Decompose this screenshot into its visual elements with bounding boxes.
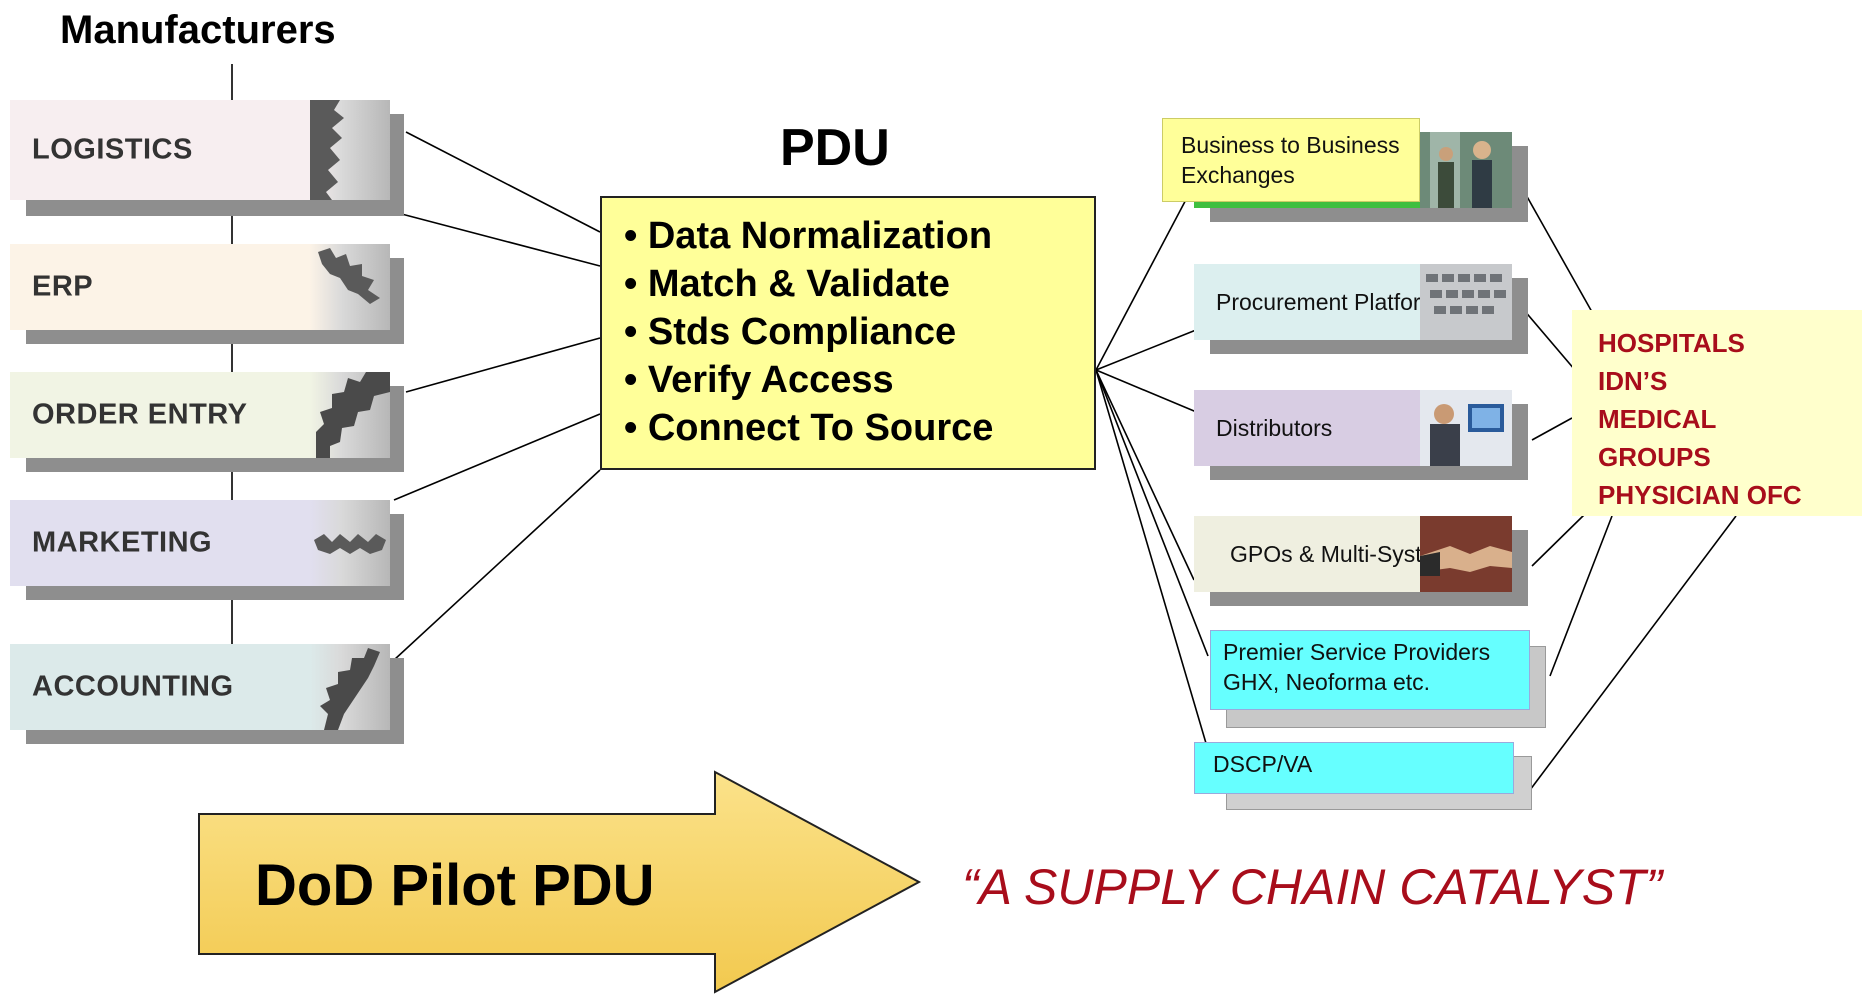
dscp-label-box: DSCP/VA (1194, 742, 1514, 794)
b2b-label-box: Business to Business Exchanges (1162, 118, 1420, 202)
customer-item: GROUPS (1598, 442, 1711, 472)
order-entry-card-face: ORDER ENTRY (10, 372, 390, 458)
customer-item: HOSPITALS (1598, 328, 1745, 358)
pdu-title: PDU (780, 119, 890, 177)
pdu-item: • Match & Validate (624, 263, 950, 305)
customer-item: MEDICAL (1598, 404, 1717, 434)
premier-label-line1: Premier Service Providers (1223, 639, 1491, 665)
procurement-label: Procurement Platforms (1216, 289, 1452, 315)
gpos-card-face: GPOs & Multi-Systems (1194, 516, 1512, 592)
gear-icon (310, 644, 390, 730)
gear-icon (310, 500, 390, 586)
marketing-card-face: MARKETING (10, 500, 390, 586)
distributors-card-face: Distributors (1194, 390, 1512, 466)
pilot-label: DoD Pilot PDU (255, 853, 655, 918)
pdu-box: • Data Normalization • Match & Validate … (600, 196, 1096, 470)
customers-box: HOSPITALS IDN’S MEDICAL GROUPS PHYSICIAN… (1572, 310, 1862, 516)
logistics-card-face: LOGISTICS (10, 100, 390, 200)
accounting-label: ACCOUNTING (32, 670, 234, 703)
manufacturers-title: Manufacturers (60, 8, 336, 52)
premier-label-line2: GHX, Neoforma etc. (1223, 669, 1431, 695)
tagline: “A SUPPLY CHAIN CATALYST” (962, 859, 1663, 915)
marketing-label: MARKETING (32, 526, 213, 559)
gear-icon (310, 100, 390, 200)
pdu-item: • Stds Compliance (624, 311, 957, 353)
procurement-card-face: Procurement Platforms (1194, 264, 1512, 340)
logistics-label: LOGISTICS (32, 133, 193, 166)
handshake-photo-icon (1420, 516, 1512, 592)
phone-computer-photo-icon (1420, 390, 1512, 466)
accounting-card-face: ACCOUNTING (10, 644, 390, 730)
customer-item: PHYSICIAN OFC (1598, 480, 1802, 510)
erp-label: ERP (32, 270, 94, 303)
pdu-item: • Data Normalization (624, 215, 993, 257)
premier-label-box: Premier Service Providers GHX, Neoforma … (1210, 630, 1530, 710)
distributors-label: Distributors (1216, 415, 1333, 441)
keyboard-photo-icon (1420, 264, 1512, 340)
gear-icon (310, 372, 390, 458)
pilot-arrow-shape (198, 770, 922, 994)
business-people-photo-icon (1420, 132, 1512, 208)
pdu-item: • Verify Access (624, 359, 894, 401)
erp-card-face: ERP (10, 244, 390, 330)
customer-item: IDN’S (1598, 366, 1668, 396)
b2b-label: Business to Business Exchanges (1181, 132, 1400, 188)
pdu-item: • Connect To Source (624, 407, 994, 449)
gear-icon (310, 244, 390, 330)
order-entry-label: ORDER ENTRY (32, 398, 248, 431)
dscp-label: DSCP/VA (1213, 751, 1313, 777)
